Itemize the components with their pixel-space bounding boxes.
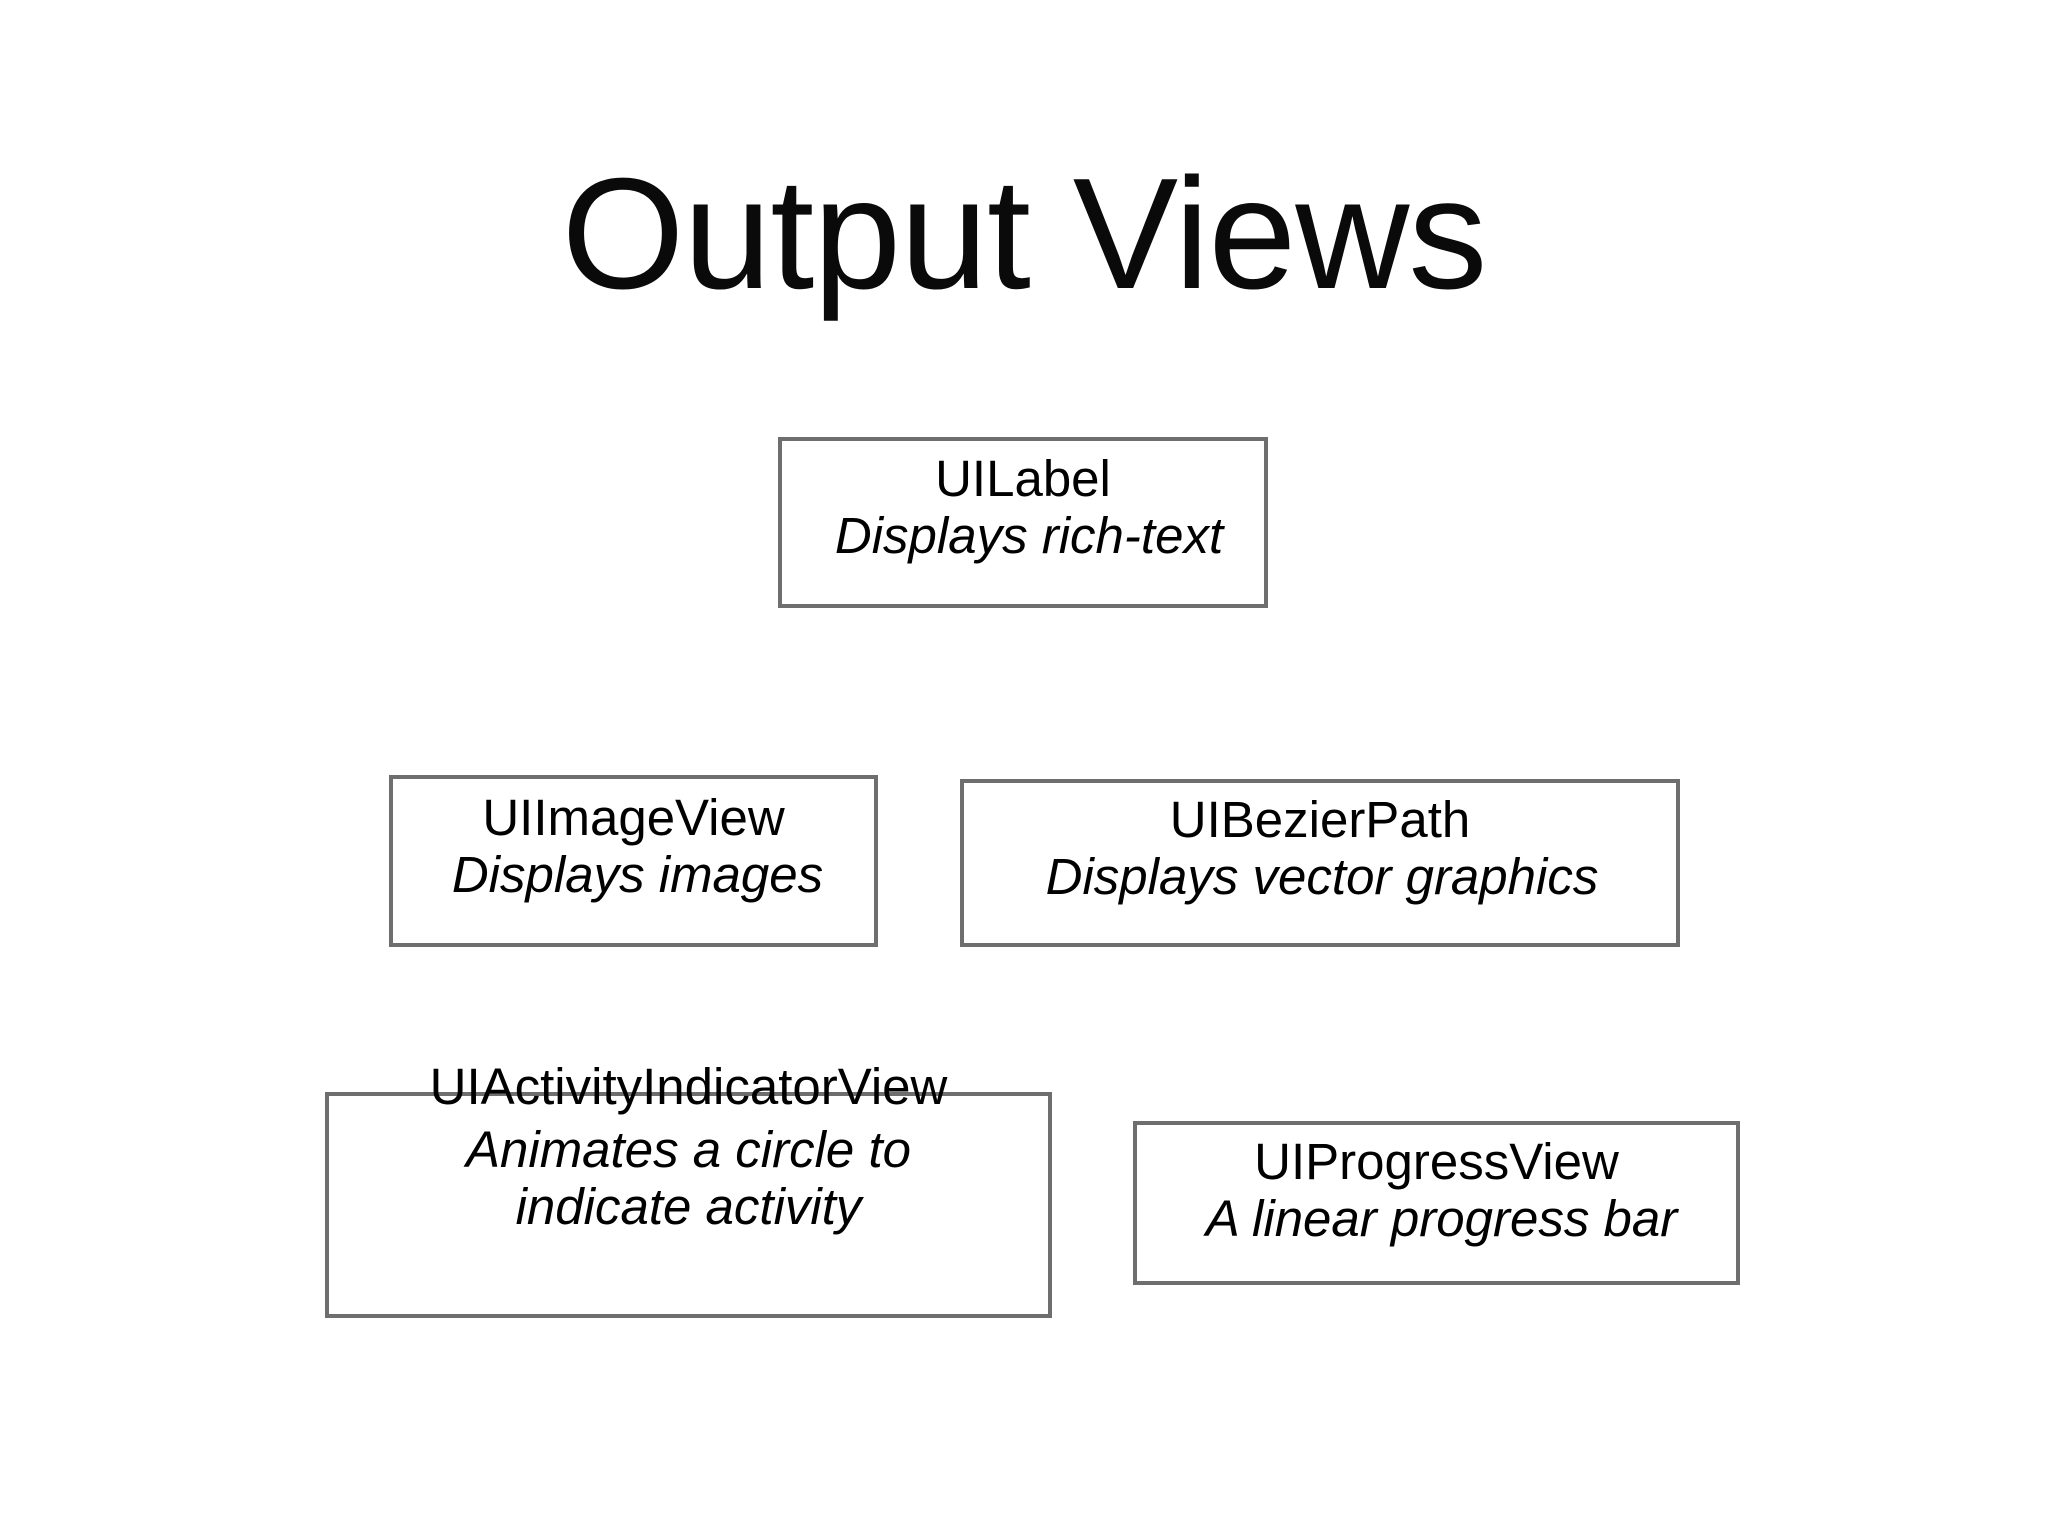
view-card-description: Displays vector graphics [1045,848,1599,906]
view-card-description: A linear progress bar [1205,1190,1678,1248]
page-title: Output Views [561,146,1488,322]
view-card-title: UIProgressView [1254,1133,1619,1190]
view-card-uibezierpath[interactable]: UIBezierPath Displays vector graphics [960,779,1680,947]
view-card-description: Displays images [451,846,824,904]
view-card-title: UIImageView [482,789,785,846]
view-card-title: UILabel [935,450,1111,507]
view-card-uiimageview[interactable]: UIImageView Displays images [389,775,878,947]
view-card-uiprogressview[interactable]: UIProgressView A linear progress bar [1133,1121,1740,1285]
view-card-uilabel[interactable]: UILabel Displays rich-text [778,437,1268,608]
view-card-description: Displays rich-text [834,507,1224,565]
view-card-title: UIBezierPath [1169,791,1471,848]
view-card-title: UIActivityIndicatorView [429,1058,948,1115]
view-card-description: Animates a circle to indicate activity [465,1121,911,1236]
view-card-uiactivityindicatorview[interactable]: UIActivityIndicatorView Animates a circl… [325,1058,1052,1318]
